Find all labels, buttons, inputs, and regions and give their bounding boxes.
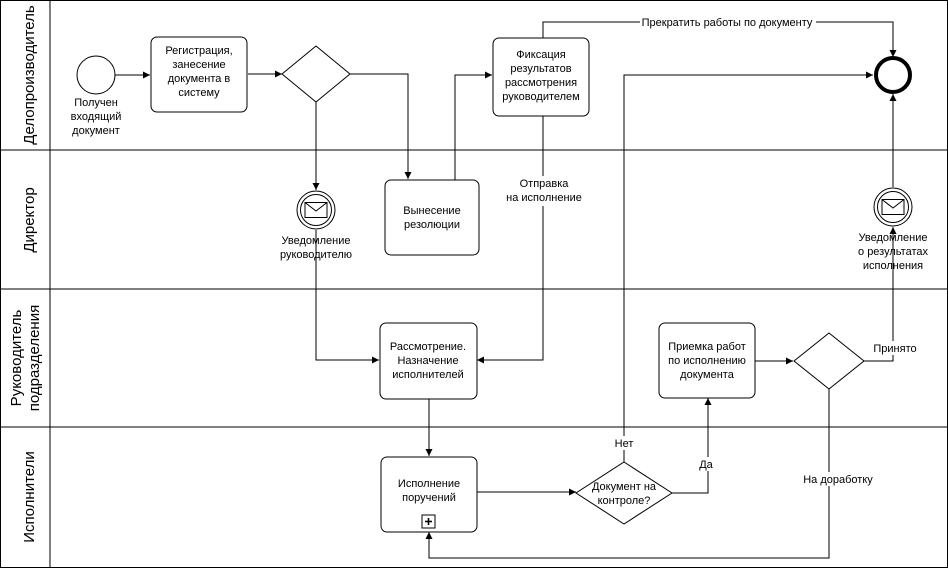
notify-results-label-line2: о результатах: [858, 246, 928, 258]
task-resolution-line1: Вынесение: [403, 205, 460, 217]
notify-results-label-line1: Уведомление: [859, 232, 928, 244]
flow-control-yes: [672, 398, 712, 494]
task-fixation-line2: результатов: [510, 63, 571, 75]
flow-label-stop: Прекратить работы по документу: [642, 17, 813, 29]
flow-labels: Прекратить работы по документу Отправка …: [498, 15, 920, 486]
task-registration-line1: Регистрация,: [165, 45, 232, 57]
start-event: Получен входящий документ: [71, 55, 122, 137]
task-execution-line2: поручений: [402, 492, 456, 504]
flow-label-no: Нет: [615, 438, 634, 450]
task-fixation: Фиксация результатов рассмотрения руково…: [492, 37, 590, 117]
flow-label-rework: На доработку: [803, 474, 873, 486]
flow-notify-to-review: [315, 230, 379, 364]
flow-label-send-line2: на исполнение: [506, 192, 582, 204]
start-event-label-line3: документ: [72, 125, 120, 137]
task-registration-line3: документа в: [168, 73, 231, 85]
flow-fixation-to-review: [477, 116, 544, 364]
lane-title-head: Руководитель подразделения: [8, 305, 43, 411]
task-registration-line4: систему: [178, 87, 220, 99]
message-event-notify-results: Уведомление о результатах исполнения: [858, 187, 928, 272]
gateway-control-line2: контроле?: [598, 495, 651, 507]
flow-label-accepted: Принято: [873, 343, 916, 355]
flow-resolution-to-fixation: [454, 71, 492, 180]
task-acceptance: Приемка работ по исполнению документа: [658, 322, 756, 399]
lane-title-clerk-text: Делопроизводитель: [21, 5, 38, 145]
task-registration: Регистрация, занесение документа в систе…: [150, 36, 248, 113]
task-resolution-line2: резолюции: [404, 219, 460, 231]
task-review-line1: Рассмотрение.: [390, 341, 466, 353]
gateway-accept: [793, 332, 865, 390]
task-resolution: Вынесение резолюции: [384, 179, 480, 256]
task-fixation-line3: рассмотрения: [505, 77, 577, 89]
task-acceptance-line3: документа: [680, 369, 735, 381]
start-event-label-line2: входящий: [71, 111, 122, 123]
start-event-label-line1: Получен: [74, 97, 118, 109]
task-acceptance-line2: по исполнению: [668, 355, 746, 367]
flow-gateway-to-resolution: [350, 73, 412, 179]
lane-title-director: Директор: [21, 187, 38, 252]
gateway-control-line1: Документ на: [592, 481, 657, 493]
notify-head-label-line1: Уведомление: [282, 235, 351, 247]
task-acceptance-line1: Приемка работ: [668, 341, 746, 353]
flow-accepted: [864, 227, 897, 362]
task-execution: Исполнение поручений: [380, 456, 478, 533]
flow-label-yes: Да: [699, 459, 713, 471]
task-review: Рассмотрение. Назначение исполнителей: [379, 322, 478, 400]
envelope-icon: [304, 202, 328, 218]
gateway-control: Документ на контроле?: [575, 461, 673, 525]
task-review-line3: исполнителей: [392, 369, 463, 381]
envelope-icon: [881, 199, 905, 215]
task-registration-line2: занесение: [172, 59, 225, 71]
message-event-notify-head: Уведомление руководителю: [280, 190, 352, 261]
gateway-clerk: [281, 45, 351, 103]
lane-title-head-line2: подразделения: [26, 305, 43, 411]
notify-head-label-line2: руководителю: [280, 249, 352, 261]
lane-title-head-line1: Руководитель: [8, 309, 25, 406]
task-execution-line1: Исполнение: [398, 478, 460, 490]
lane-title-executors: Исполнители: [21, 451, 38, 543]
task-fixation-line1: Фиксация: [516, 49, 566, 61]
flow-control-no: [623, 71, 873, 462]
task-fixation-line4: руководителем: [502, 91, 579, 103]
lane-title-director-text: Директор: [21, 187, 38, 252]
lane-title-executors-text: Исполнители: [21, 451, 38, 543]
end-event: [874, 56, 912, 94]
flow-label-send-line1: Отправка: [520, 178, 570, 190]
subprocess-plus-icon: [421, 514, 436, 529]
lane-title-clerk: Делопроизводитель: [21, 5, 38, 145]
notify-results-label-line3: исполнения: [863, 260, 923, 272]
task-review-line2: Назначение: [397, 355, 458, 367]
